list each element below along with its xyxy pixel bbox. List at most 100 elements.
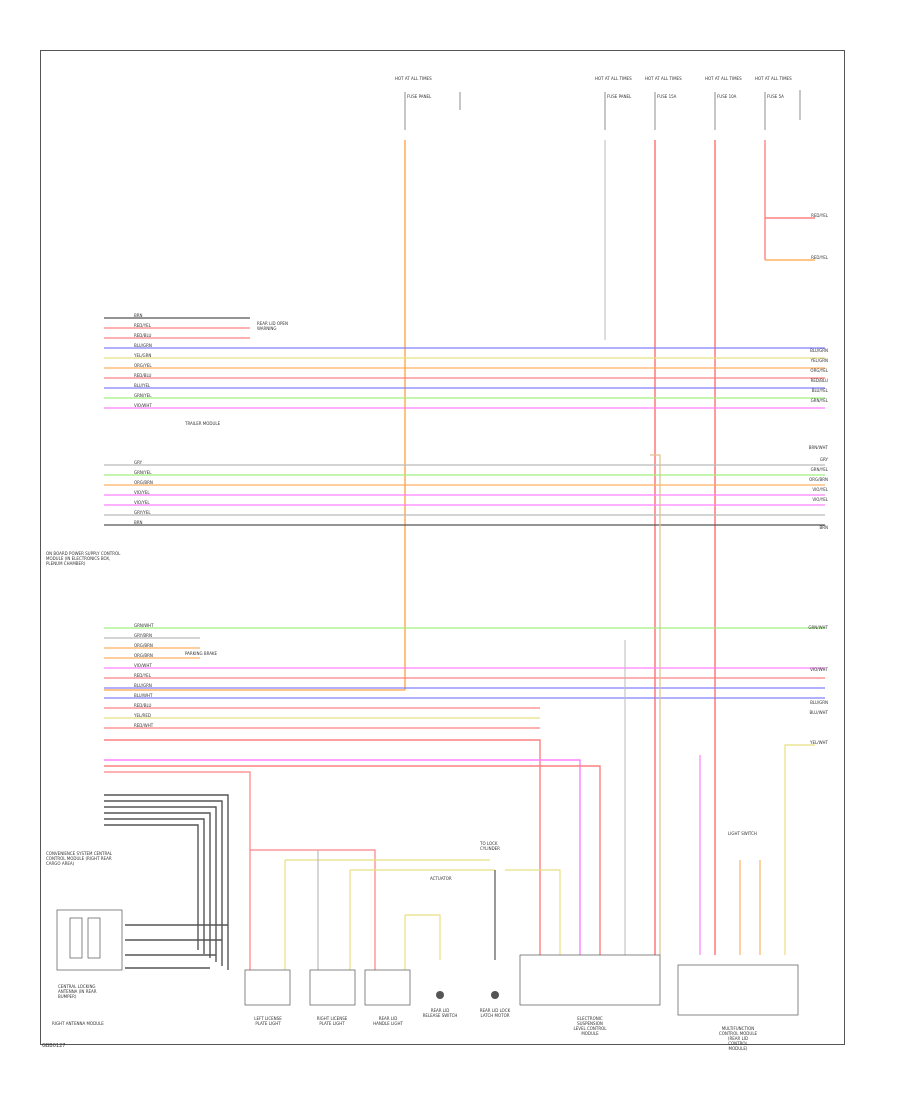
diagram-footer-code: GBB0127 (42, 1043, 66, 1049)
right-wire-label: VIO/WHT (810, 667, 828, 672)
bus-mid-wire-label: VIO/YEL (134, 490, 150, 495)
bus-mid-wire-label: VIO/YEL (134, 500, 150, 505)
right-wire-label: GRY (820, 457, 829, 462)
right-wire-label: BLU/WHT (810, 710, 829, 715)
component-label: ELECTRONIC (577, 1016, 603, 1021)
right-wire-label: GRN/WHT (808, 625, 828, 630)
bus-low-wire-label: VIO/WHT (134, 663, 152, 668)
side-note-label: TO LOCK (479, 841, 498, 846)
bottom-wires (104, 454, 815, 970)
right-wire-label: YEL/GRN (810, 358, 828, 363)
bus-top-wire-label: BLU/GRN (134, 343, 152, 348)
bus-low-wire-label: GRY/BRN (134, 633, 152, 638)
ground-wires (104, 794, 229, 970)
central-locking-label: BUMPER) (58, 994, 77, 999)
bus-top-wire-label: RED/BLU (134, 373, 152, 378)
right-wire-label: ORG/YEL (810, 368, 828, 373)
switch-circles (436, 991, 499, 999)
fuse-label: FUSE PANEL (607, 94, 632, 99)
bus-top: BRN RED/YEL RED/BLU BLU/GRN YEL/GRN ORG/YEL RE… (104, 313, 825, 409)
right-wire-label: YEL/WHT (809, 740, 829, 745)
bus-low-wire-label: ORG/BRN (134, 653, 153, 658)
diagram-frame (40, 50, 845, 1045)
bus-top-wire-label: GRN/YEL (134, 393, 152, 398)
fuse-label: FUSE 10A (717, 94, 737, 99)
on-board-module-label: MODULE (IN ELECTRONICS BOX, (46, 556, 110, 561)
side-note-label: REAR LID OPEN (257, 321, 288, 326)
right-wire-label: BLU/YEL (812, 388, 829, 393)
bus-top-wire-label: ORG/YEL (134, 363, 152, 368)
hot-labels: HOT AT ALL TIMES FUSE PANEL HOT AT ALL TIM… (395, 76, 792, 99)
convenience-module-label: CONVENIENCE SYSTEM CENTRAL (46, 851, 113, 856)
component-label: REAR LID (379, 1016, 398, 1021)
fuse-connectors (404, 90, 801, 130)
side-note-label: TRAILER MODULE (184, 421, 221, 426)
component-label: PLATE LIGHT (319, 1021, 345, 1026)
side-note-label: WARNING (257, 326, 277, 331)
hot-at-all-times-label: HOT AT ALL TIMES (645, 76, 682, 81)
component-label: RELEASE SWITCH (423, 1013, 458, 1018)
hot-at-all-times-label: HOT AT ALL TIMES (595, 76, 632, 81)
bus-mid-wire-label: BRN (134, 520, 143, 525)
component-label: MODULE (581, 1031, 599, 1036)
component-label: RIGHT LICENSE (317, 1016, 348, 1021)
bus-mid-wire-label: GRN/YEL (134, 470, 152, 475)
bus-top-wire-label: YEL/GRN (133, 353, 151, 358)
on-board-module-label: PLENUM CHAMBER) (46, 561, 86, 566)
convenience-module-label: CARGO AREA) (46, 861, 75, 866)
component-label: LATCH MOTOR (481, 1013, 510, 1018)
bus-low-wire-label: YEL/RED (133, 713, 151, 718)
hot-at-all-times-label: HOT AT ALL TIMES (705, 76, 742, 81)
component-label: CONTROL (728, 1041, 748, 1046)
bus-low-wire-label: GRN/WHT (134, 623, 154, 628)
right-wire-label: VIO/YEL (812, 497, 828, 502)
component-label: MODULE) (729, 1046, 748, 1051)
central-locking-label: ANTENNA (IN REAR (58, 989, 97, 994)
right-wire-label: RED/YEL (811, 213, 829, 218)
component-label: REAR LID (431, 1008, 450, 1013)
convenience-module-label: CONTROL MODULE (RIGHT REAR (46, 856, 112, 861)
bus-mid-wire-label: GRY/YEL (134, 510, 151, 515)
component-label: CONTROL MODULE (719, 1031, 758, 1036)
right-wire-label: VIO/YEL (812, 487, 828, 492)
side-note-label: ACTUATOR (430, 876, 452, 881)
right-antenna-label: RIGHT ANTENNA MODULE (52, 1021, 104, 1026)
on-board-module-label: ON BOARD POWER SUPPLY CONTROL (46, 551, 121, 556)
bus-mid: GRY GRN/YEL ORG/BRN VIO/YEL VIO/YEL GRY/YEL BR… (104, 460, 825, 526)
component-label: PLATE LIGHT (255, 1021, 281, 1026)
bus-low-wire-label: ORG/BRN (134, 643, 153, 648)
bus-mid-wire-label: GRY (134, 460, 143, 465)
right-wire-label: BRN/WHT (809, 445, 829, 450)
component-label: (REAR LID (728, 1036, 748, 1041)
bus-top-wire-label: RED/YEL (134, 323, 152, 328)
component-label: REAR LID LOCK (480, 1008, 511, 1013)
hot-at-all-times-label: HOT AT ALL TIMES (395, 76, 432, 81)
component-label: HANDLE LIGHT (373, 1021, 403, 1026)
bus-low: GRN/WHTGRY/BRNORG/BRNORG/BRNVIO/WHTRED/Y… (104, 623, 825, 729)
bus-low-wire-label: BLU/GRN (134, 683, 152, 688)
right-wire-label: BLU/GRN (810, 348, 828, 353)
right-wire-label: GRN/YEL (811, 467, 829, 472)
bus-low-wire-label: RED/BLU (134, 703, 152, 708)
component-label: SUSPENSION (577, 1021, 603, 1026)
bus-low-wire-label: RED/WHT (134, 723, 154, 728)
component-boxes (56, 909, 799, 1016)
bus-top-wire-label: BRN (134, 313, 143, 318)
bus-top-wire-label: BLU/YEL (134, 383, 151, 388)
central-locking-label: CENTRAL LOCKING (58, 984, 96, 989)
component-label: MULTIFUNCTION (722, 1026, 754, 1031)
right-wire-label: GRN/YEL (811, 398, 829, 403)
fuse-label: FUSE PANEL (407, 94, 432, 99)
right-wire-label: BLU/GRN (810, 700, 828, 705)
right-wire-label: BRN (819, 525, 828, 530)
right-wire-label: ORG/BRN (809, 477, 828, 482)
side-note-label: CYLINDER (480, 846, 500, 851)
bus-top-wire-label: VIO/WHT (134, 403, 152, 408)
component-labels: RED/YEL RED/YEL BLU/GRN YEL/GRN ORG/YEL RED/B… (46, 213, 829, 1051)
component-label: LEVEL CONTROL (573, 1026, 607, 1031)
fuse-label: FUSE 5A (767, 94, 784, 99)
component-label: LEFT LICENSE (254, 1016, 282, 1021)
bus-top-wire-label: RED/BLU (134, 333, 152, 338)
fuse-label: FUSE 15A (657, 94, 677, 99)
